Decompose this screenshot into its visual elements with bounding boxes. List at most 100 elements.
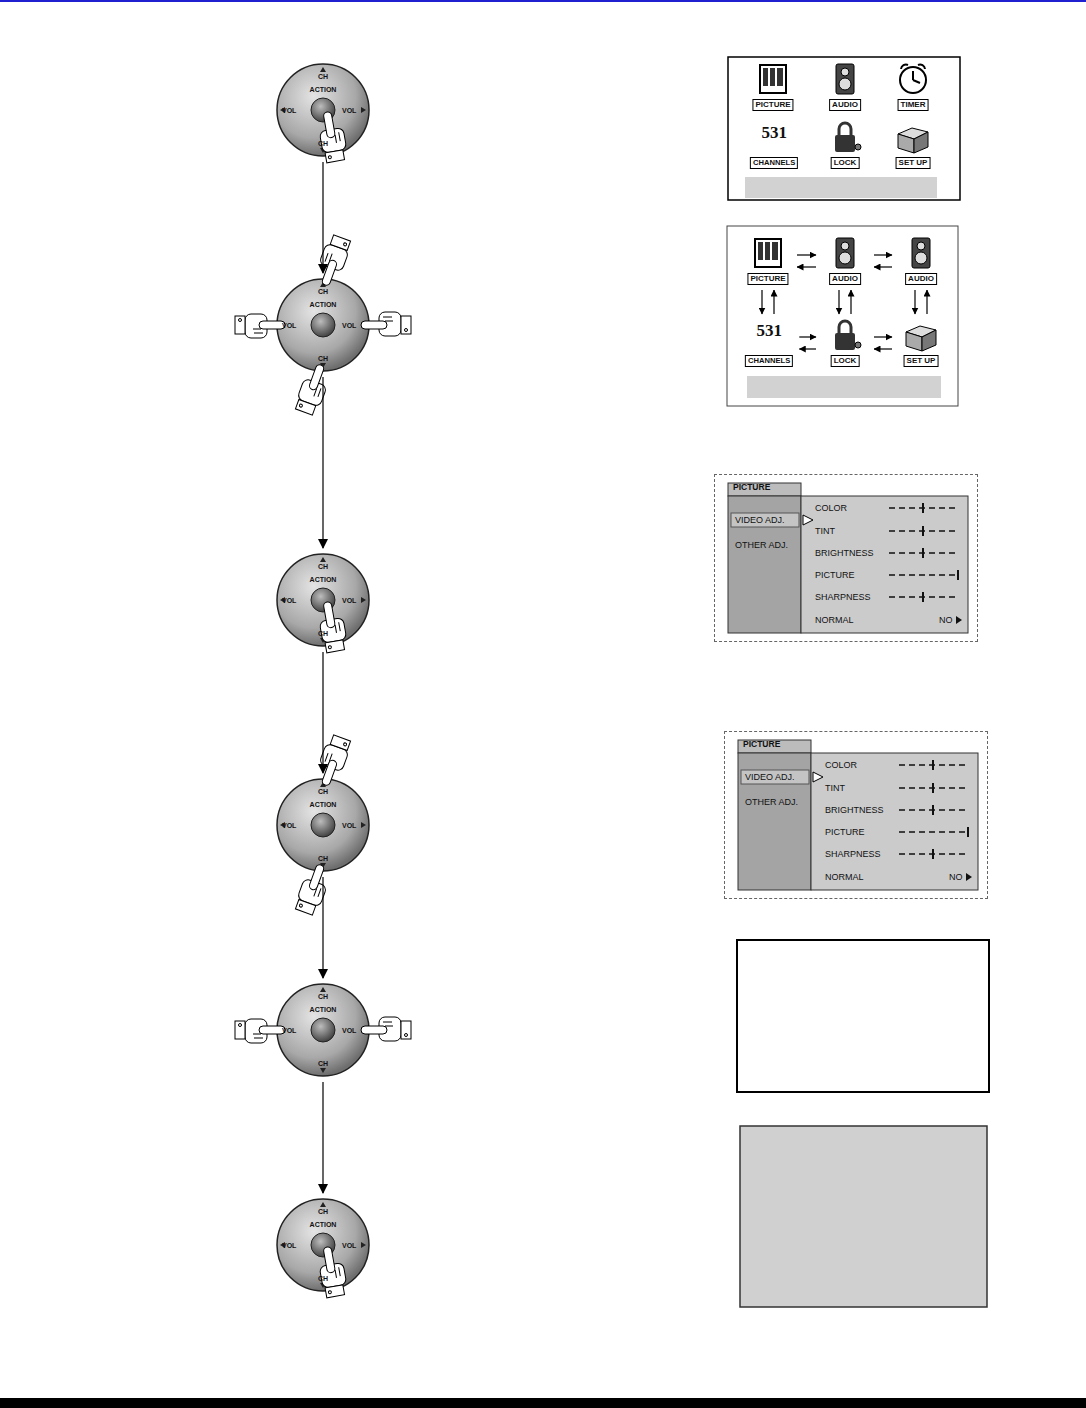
menu-item: SHARPNESS: [825, 850, 881, 859]
button-label: VOL: [342, 107, 356, 114]
menu-icon: PICTURE: [743, 236, 793, 286]
icon-label: PICTURE: [747, 273, 788, 285]
direction-arrow: [320, 863, 326, 868]
box-side: [922, 330, 936, 351]
hand-part: [335, 132, 341, 143]
menu-pointer: [813, 772, 823, 782]
lock-shackle: [839, 321, 851, 333]
box-top: [898, 128, 928, 139]
flow-arrow: [322, 1082, 323, 1193]
pointing-hand: [235, 314, 285, 338]
hand-part: [325, 640, 344, 653]
menu-tab: [738, 740, 811, 753]
speaker-cone: [841, 242, 849, 250]
menu-icon: SET UP: [896, 318, 946, 368]
button-label: CH: [318, 993, 328, 1000]
icon-label: AUDIO: [829, 273, 861, 285]
direction-arrow: [320, 67, 326, 72]
menu-icon: PICTURE: [748, 62, 798, 112]
hand-part: [405, 1034, 408, 1037]
button-label: VOL: [282, 822, 296, 829]
pointing-hand: [313, 234, 353, 289]
button-label: VOL: [342, 822, 356, 829]
menu-arrow: [956, 616, 962, 624]
menu-item: PICTURE: [815, 571, 855, 580]
icon-label: CHANNELS: [745, 355, 793, 367]
menu-item: VIDEO ADJ.: [735, 516, 785, 525]
direction-arrow: [320, 1068, 326, 1073]
pointing-hand: [316, 600, 348, 653]
button-label: ACTION: [310, 576, 337, 583]
menu-icon: TIMER: [888, 62, 938, 112]
remote-button-pad: CHACTIONVOLVOLCH: [275, 1197, 371, 1293]
pad-ring: [277, 279, 369, 371]
remote-pad: [277, 554, 369, 646]
menu-arrow: [966, 873, 972, 881]
pad-ring: [277, 984, 369, 1076]
hand-part: [328, 1290, 331, 1293]
direction-arrow: [320, 148, 326, 153]
status-bar: [745, 177, 937, 198]
bottom-bar: [0, 1398, 1086, 1408]
menu-item: OTHER ADJ.: [745, 798, 798, 807]
menu-icon: LOCK: [820, 318, 870, 368]
icon-label: SET UP: [904, 355, 939, 367]
top-rule: [0, 0, 1086, 2]
button-label: ACTION: [310, 301, 337, 308]
slider-track: [899, 787, 968, 789]
hand-part: [319, 743, 349, 772]
pointing-hand: [235, 1019, 285, 1043]
menu-item: NO: [939, 616, 953, 625]
action-button: [311, 313, 335, 337]
direction-arrow: [320, 987, 326, 992]
speaker-cone: [839, 252, 851, 264]
menu-icon: LOCK: [820, 120, 870, 170]
menu-icon: 531CHANNELS: [743, 318, 795, 368]
menu-item: COLOR: [825, 761, 857, 770]
remote-button-pad: CHACTIONVOLVOLCH: [275, 777, 371, 873]
pointing-hand: [316, 1245, 348, 1298]
slider-track: [889, 530, 958, 532]
tv-screen: [758, 242, 778, 260]
speaker-body: [836, 238, 854, 268]
tv-body: [760, 65, 786, 93]
menu-tab: [728, 483, 801, 496]
icon-label: LOCK: [831, 355, 860, 367]
hand-part: [335, 622, 341, 633]
hand-part: [319, 243, 349, 272]
hand-part: [235, 1021, 245, 1039]
hand-part: [405, 329, 408, 332]
slider-track: [899, 853, 968, 855]
button-label: CH: [318, 788, 328, 795]
menu-item: NORMAL: [825, 873, 864, 882]
remote-button-pad: CHACTIONVOLVOLCH: [275, 277, 371, 373]
hand-part: [343, 743, 347, 747]
icon-label: PICTURE: [752, 99, 793, 111]
remote-button-pad: CHACTIONVOLVOLCH: [275, 982, 371, 1078]
hand-part: [259, 1026, 285, 1034]
clock-hands: [913, 71, 920, 83]
menu-highlight: [741, 770, 809, 784]
menu-item: NORMAL: [815, 616, 854, 625]
slider-thumb: [967, 827, 969, 837]
remote-pad: [277, 1199, 369, 1291]
box-top: [906, 326, 936, 337]
slider-track: [889, 552, 958, 554]
slider-thumb: [932, 805, 934, 815]
hand-part: [379, 1017, 401, 1041]
remote-button-pad: CHACTIONVOLVOLCH: [275, 62, 371, 158]
button-label: ACTION: [310, 801, 337, 808]
flow-arrow: [773, 290, 774, 314]
box-side: [914, 132, 928, 153]
direction-arrow: [320, 282, 326, 287]
hand-part: [295, 400, 315, 416]
icon-label: TIMER: [898, 99, 929, 111]
menu-left-column: [728, 496, 801, 633]
screen-frame: [728, 57, 960, 200]
clock-bells: [901, 65, 925, 69]
hand-part: [314, 887, 321, 898]
grey-screen: [740, 1126, 987, 1307]
action-button: [311, 813, 335, 837]
button-label: VOL: [282, 1242, 296, 1249]
pointing-hand: [361, 312, 411, 336]
